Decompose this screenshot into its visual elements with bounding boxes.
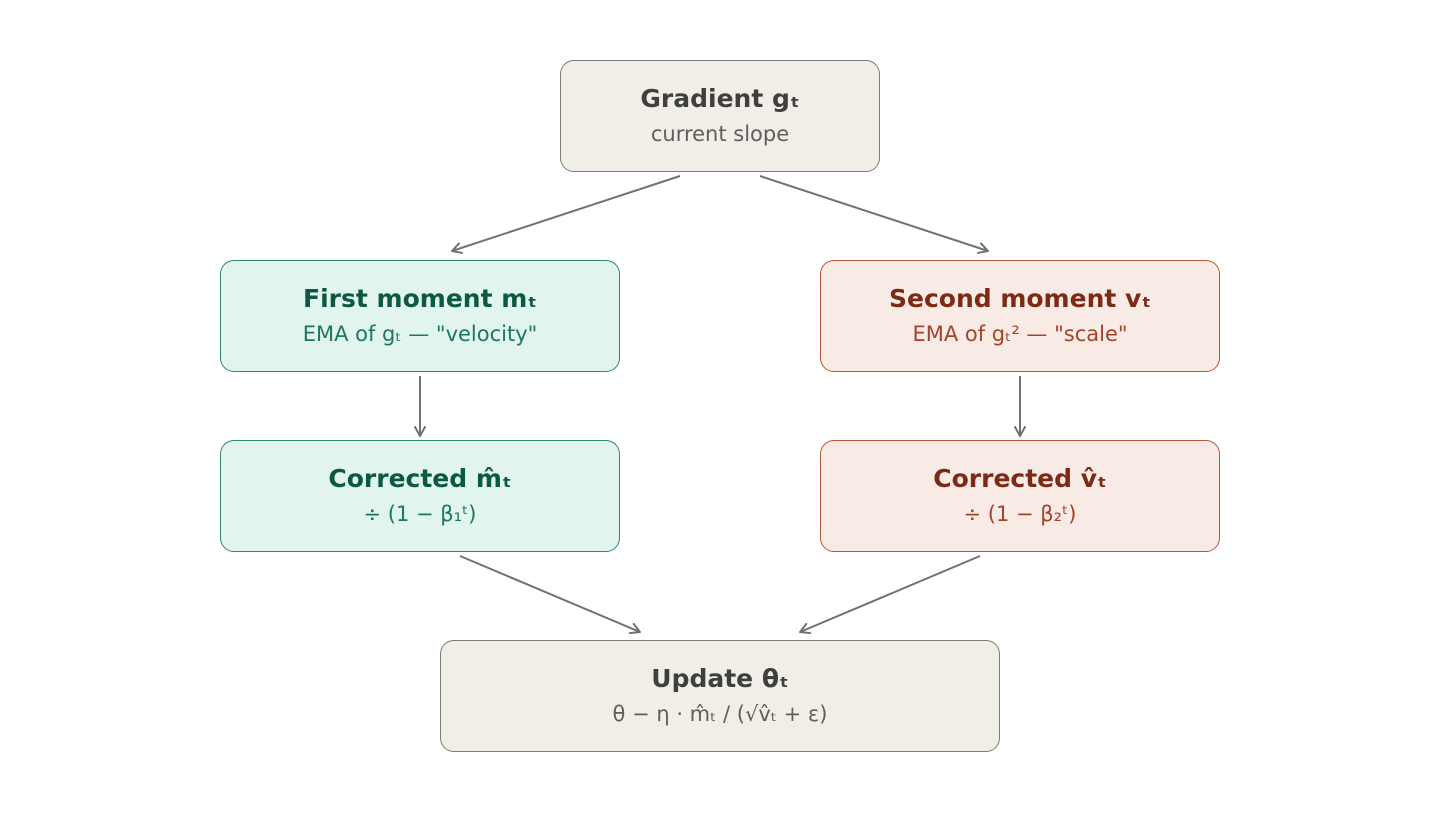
first-moment-node: First moment mₜ EMA of gₜ — "velocity" (220, 260, 620, 372)
second-moment-node-title: Second moment vₜ (888, 284, 1152, 313)
corrected-v-node-subtitle: ÷ (1 − β₂ᵗ) (963, 502, 1077, 526)
first-moment-node-subtitle: EMA of gₜ — "velocity" (302, 322, 538, 346)
update-node-title: Update θₜ (651, 664, 789, 693)
gradient-node: Gradient gₜ current slope (560, 60, 880, 172)
arrow-corrected-v-to-update (799, 555, 981, 635)
corrected-m-node: Corrected m̂ₜ ÷ (1 − β₁ᵗ) (220, 440, 620, 552)
arrow-gradient-to-first-moment (451, 175, 681, 254)
corrected-m-node-title: Corrected m̂ₜ (328, 464, 512, 493)
first-moment-node-title: First moment mₜ (303, 284, 537, 313)
corrected-m-node-subtitle: ÷ (1 − β₁ᵗ) (363, 502, 477, 526)
gradient-node-title: Gradient gₜ (640, 84, 800, 113)
update-node-subtitle: θ − η · m̂ₜ / (√v̂ₜ + ε) (612, 702, 828, 726)
arrow-corrected-m-to-update (459, 555, 641, 635)
second-moment-node: Second moment vₜ EMA of gₜ² — "scale" (820, 260, 1220, 372)
arrow-gradient-to-second-moment (759, 175, 989, 254)
corrected-v-node-title: Corrected v̂ₜ (933, 464, 1107, 493)
update-node: Update θₜ θ − η · m̂ₜ / (√v̂ₜ + ε) (440, 640, 1000, 752)
corrected-v-node: Corrected v̂ₜ ÷ (1 − β₂ᵗ) (820, 440, 1220, 552)
gradient-node-subtitle: current slope (650, 122, 790, 146)
second-moment-node-subtitle: EMA of gₜ² — "scale" (912, 322, 1128, 346)
